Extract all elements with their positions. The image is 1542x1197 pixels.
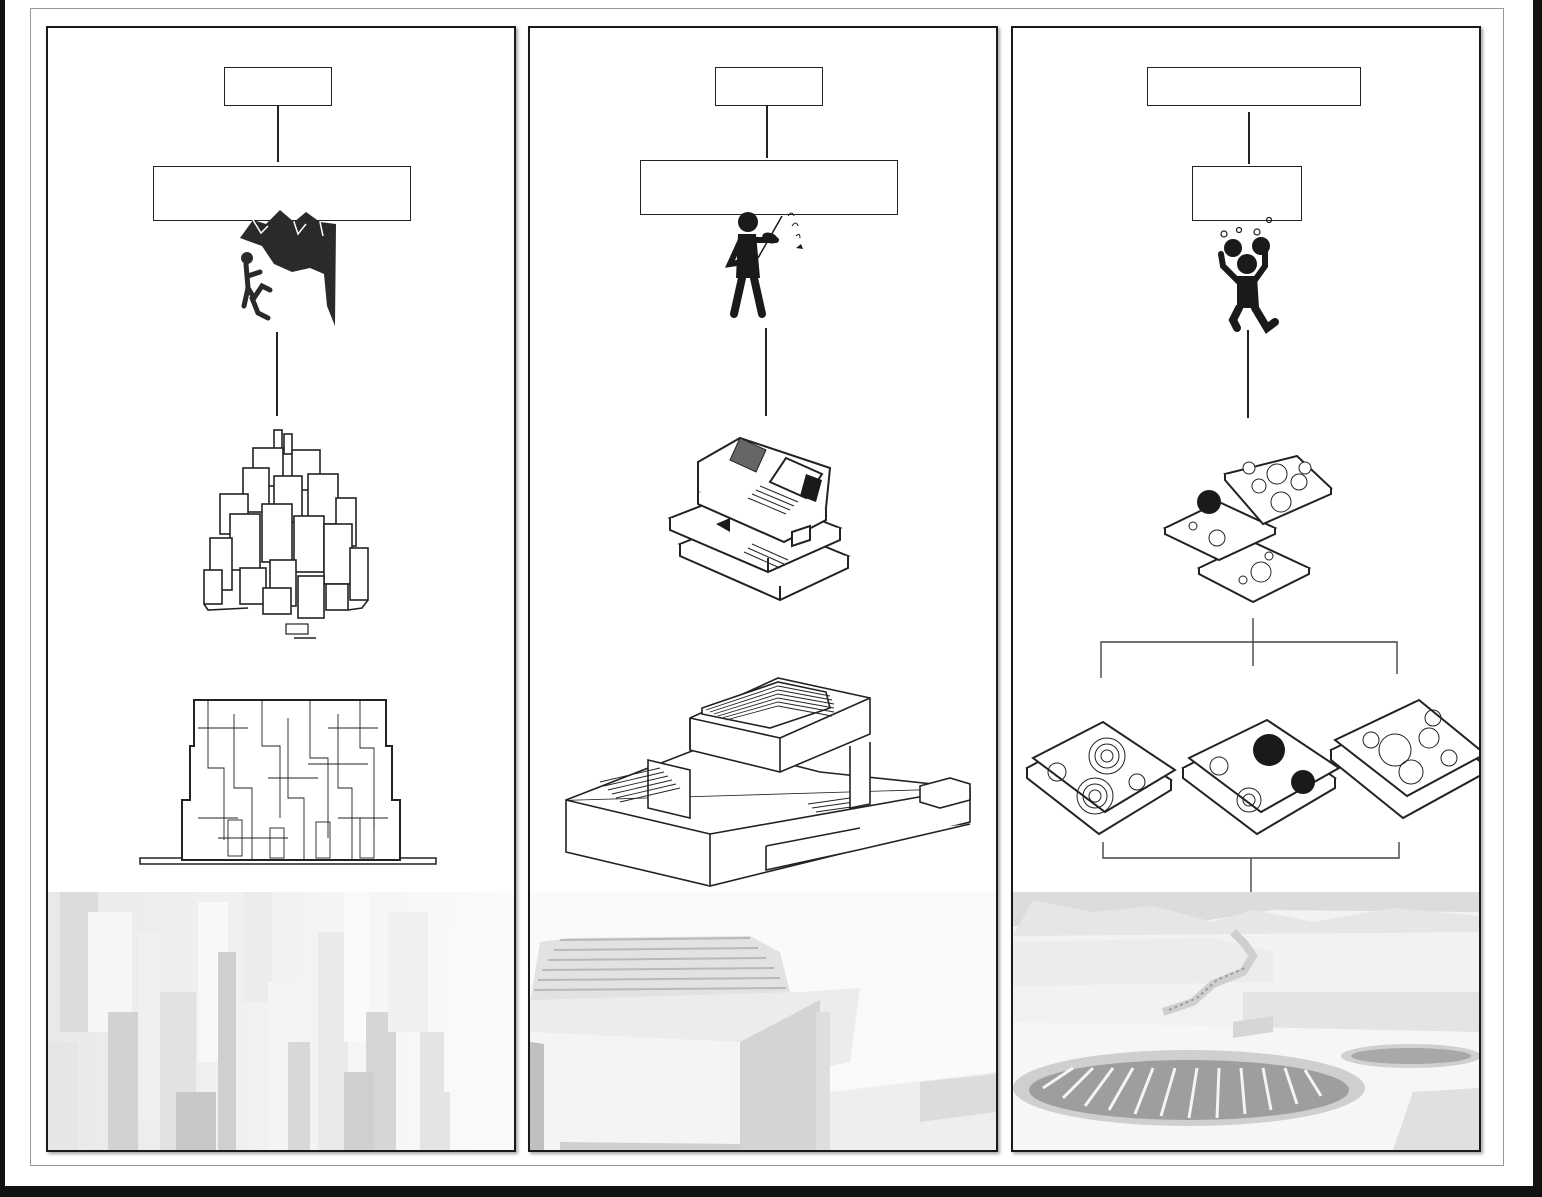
column-music (528, 26, 998, 1152)
connector-line (277, 106, 279, 162)
three-circle-plates (1025, 698, 1479, 836)
circle-plates-stack (1162, 454, 1333, 604)
circular-void-landscape-render (1013, 892, 1479, 1150)
split-bracket (1100, 618, 1398, 678)
connector-line (1248, 112, 1250, 164)
juggling-diagram (1025, 216, 1479, 894)
top-label-box (715, 67, 823, 106)
second-label-box (640, 160, 898, 215)
outer-border (30, 8, 1504, 1166)
stacked-blocks-massing (203, 429, 369, 639)
rock-climber-icon (240, 210, 336, 326)
music-diagram (565, 212, 971, 887)
column-juggling (1011, 26, 1481, 1152)
hanging-columns-interior-render (48, 892, 514, 1150)
top-label-box (1147, 67, 1361, 106)
terraced-building-axonometric (565, 677, 971, 887)
frame-left-edge (0, 0, 5, 1197)
climbing-diagram (139, 210, 437, 865)
frame-right-edge (1533, 0, 1542, 1197)
second-label-box (1192, 166, 1302, 221)
connector-line (766, 106, 768, 158)
frame-bottom-edge (0, 1186, 1542, 1197)
merge-bracket (1102, 842, 1400, 894)
terraced-roof-render (530, 892, 996, 1150)
juggler-icon (1218, 216, 1279, 334)
column-climbing (46, 26, 516, 1152)
block-facade-elevation (139, 699, 437, 865)
stacked-slabs-axonometric (667, 436, 851, 602)
top-label-box (224, 67, 332, 106)
violinist-icon (725, 212, 803, 318)
